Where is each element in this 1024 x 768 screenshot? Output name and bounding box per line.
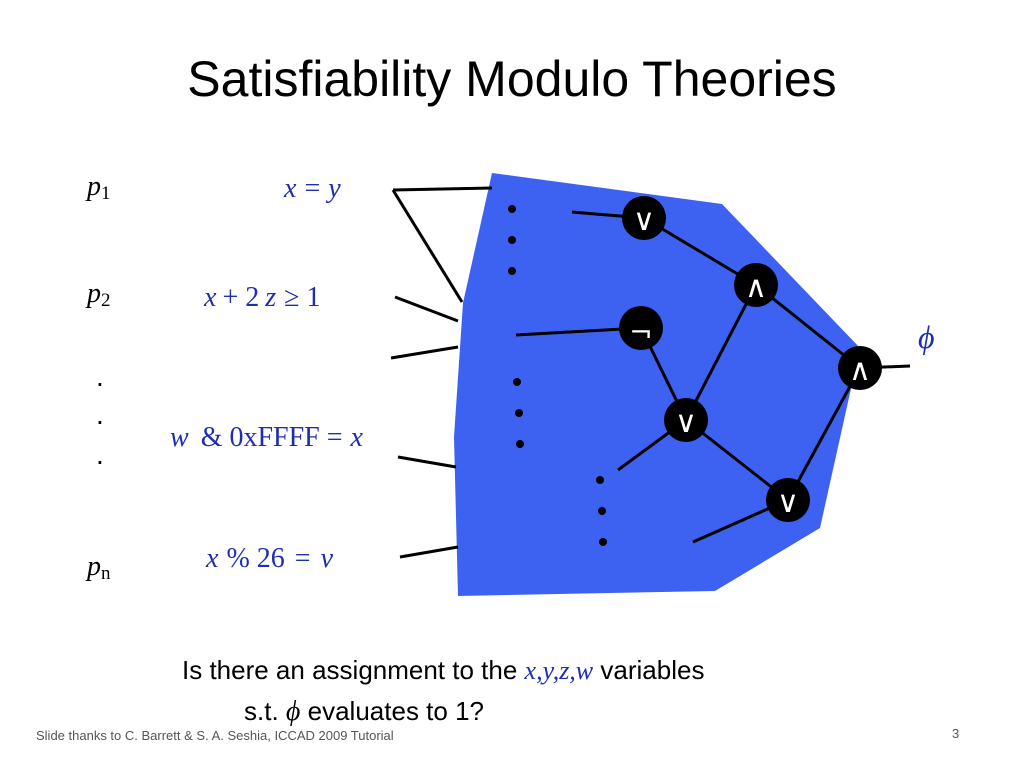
phi-symbol: ϕ (285, 696, 301, 727)
predicate-labels: p1 p2 pn (85, 171, 111, 584)
gate-symbol: ∧ (849, 353, 871, 388)
question-line-1: Is there an assignment to the x,y,z,w va… (182, 655, 705, 685)
formula-extra: w& 0xFFFF =x (170, 422, 364, 453)
slide-number: 3 (952, 726, 960, 741)
question-text: Is there an assignment to the x,y,z,w va… (182, 650, 704, 732)
gate-and-out: ∧ (838, 346, 882, 390)
gate-or-top: ∨ (622, 196, 666, 240)
slide-title: Satisfiability Modulo Theories (187, 51, 837, 107)
formula-pn: x% 26=v (205, 543, 334, 574)
predicate-label-pn: pn (85, 551, 111, 584)
gate-and-mid: ∧ (734, 263, 778, 307)
formula-p1: x=y (283, 173, 341, 204)
vertical-ellipsis: . . . (96, 361, 104, 470)
gate-or-bottom: ∨ (766, 478, 810, 522)
svg-text:.: . (96, 399, 104, 430)
gate-symbol: ∨ (675, 405, 697, 440)
gate-symbol: ∨ (777, 485, 799, 520)
question-line-2: s.t. ϕ evaluates to 1? (244, 696, 484, 727)
svg-text:.: . (96, 439, 104, 470)
predicate-label-p1: p1 (85, 171, 111, 204)
gate-or-mid: ∨ (664, 398, 708, 442)
output-phi-label: ϕ (918, 319, 935, 355)
gate-symbol: ¬ (629, 316, 652, 349)
ellipsis-dots (508, 205, 607, 546)
gate-symbol: ∨ (633, 203, 655, 238)
predicate-wires (390, 186, 493, 559)
gate-not: ¬ (619, 306, 663, 350)
gate-symbol: ∧ (745, 270, 767, 305)
svg-text:.: . (96, 361, 104, 392)
slide-footer: Slide thanks to C. Barrett & S. A. Seshi… (36, 728, 394, 743)
predicate-label-p2: p2 (85, 278, 111, 311)
variables-list: x,y,z,w (524, 656, 594, 685)
